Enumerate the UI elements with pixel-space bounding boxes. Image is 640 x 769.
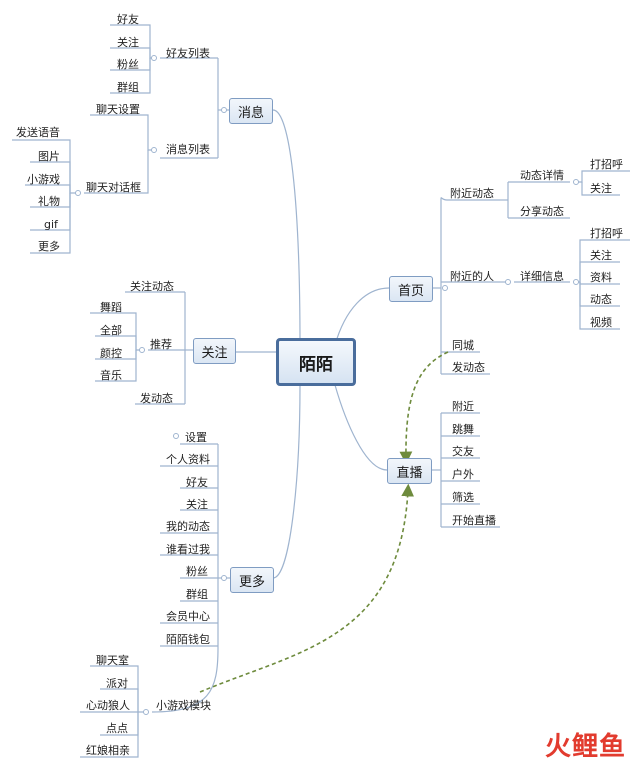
node-more-group[interactable]: 群组 xyxy=(186,588,208,601)
node-nearby-dynamic[interactable]: 附近动态 xyxy=(450,187,494,200)
topic-xiaoxi[interactable]: 消息 xyxy=(229,98,273,124)
node-gift[interactable]: 礼物 xyxy=(38,195,60,208)
node-detail-follow[interactable]: 关注 xyxy=(590,182,612,195)
node-info-follow[interactable]: 关注 xyxy=(590,249,612,262)
node-chat-room[interactable]: 聊天室 xyxy=(96,654,129,667)
node-share-dynamic[interactable]: 分享动态 xyxy=(520,205,564,218)
node-werewolf[interactable]: 心动狼人 xyxy=(86,699,130,712)
node-chat-box[interactable]: 聊天对话框 xyxy=(86,181,141,194)
node-send-voice[interactable]: 发送语音 xyxy=(16,126,60,139)
node-chat-settings[interactable]: 聊天设置 xyxy=(96,103,140,116)
node-detail-info[interactable]: 详细信息 xyxy=(520,270,564,283)
node-matchmaking[interactable]: 红娘相亲 xyxy=(86,744,130,757)
node-friend[interactable]: 好友 xyxy=(117,13,139,26)
node-music[interactable]: 音乐 xyxy=(100,369,122,382)
node-info-dynamic[interactable]: 动态 xyxy=(590,293,612,306)
relation-arrow-samecity xyxy=(399,351,449,465)
node-fans[interactable]: 粉丝 xyxy=(117,58,139,71)
node-start-live[interactable]: 开始直播 xyxy=(452,514,496,527)
topic-shouye[interactable]: 首页 xyxy=(389,276,433,302)
node-mini-game-module[interactable]: 小游戏模块 xyxy=(156,699,211,712)
node-info-profile[interactable]: 资料 xyxy=(590,271,612,284)
node-same-city[interactable]: 同城 xyxy=(452,339,474,352)
node-recommend[interactable]: 推荐 xyxy=(150,338,172,351)
node-group[interactable]: 群组 xyxy=(117,81,139,94)
node-more-friend[interactable]: 好友 xyxy=(186,476,208,489)
topic-zhibo[interactable]: 直播 xyxy=(387,458,432,484)
node-friend-list[interactable]: 好友列表 xyxy=(166,47,210,60)
node-live-outdoor[interactable]: 户外 xyxy=(452,468,474,481)
node-dots[interactable]: 点点 xyxy=(106,722,128,735)
node-looks[interactable]: 颜控 xyxy=(100,347,122,360)
node-dynamic-detail[interactable]: 动态详情 xyxy=(520,169,564,182)
node-more[interactable]: 更多 xyxy=(38,240,60,253)
node-gif[interactable]: gif xyxy=(44,218,58,231)
node-profile[interactable]: 个人资料 xyxy=(166,453,210,466)
node-follow[interactable]: 关注 xyxy=(117,36,139,49)
watermark-logo: 火鲤鱼 xyxy=(545,732,627,762)
node-my-dynamic[interactable]: 我的动态 xyxy=(166,520,210,533)
node-home-post[interactable]: 发动态 xyxy=(452,361,485,374)
node-live-social[interactable]: 交友 xyxy=(452,445,474,458)
node-msg-list[interactable]: 消息列表 xyxy=(166,143,210,156)
node-info-greet[interactable]: 打招呼 xyxy=(590,227,623,240)
node-info-video[interactable]: 视频 xyxy=(590,316,612,329)
node-vip-center[interactable]: 会员中心 xyxy=(166,610,210,623)
node-all[interactable]: 全部 xyxy=(100,324,122,337)
node-post-dynamic[interactable]: 发动态 xyxy=(140,392,173,405)
node-dance[interactable]: 舞蹈 xyxy=(100,301,122,314)
topic-gengduo[interactable]: 更多 xyxy=(230,567,274,593)
node-live-filter[interactable]: 筛选 xyxy=(452,491,474,504)
node-greet[interactable]: 打招呼 xyxy=(590,158,623,171)
node-settings[interactable]: 设置 xyxy=(185,431,207,444)
node-live-dance[interactable]: 跳舞 xyxy=(452,423,474,436)
node-mini-game[interactable]: 小游戏 xyxy=(27,173,60,186)
node-who-viewed[interactable]: 谁看过我 xyxy=(166,543,210,556)
node-follow-dynamic[interactable]: 关注动态 xyxy=(130,280,174,293)
topic-guanzhu[interactable]: 关注 xyxy=(193,338,236,364)
node-more-follow[interactable]: 关注 xyxy=(186,498,208,511)
node-nearby-people[interactable]: 附近的人 xyxy=(450,270,494,283)
node-live-nearby[interactable]: 附近 xyxy=(452,400,474,413)
central-topic[interactable]: 陌陌 xyxy=(276,338,356,386)
node-party[interactable]: 派对 xyxy=(106,677,128,690)
node-more-fans[interactable]: 粉丝 xyxy=(186,565,208,578)
relation-arrow-minigame xyxy=(199,483,415,693)
node-wallet[interactable]: 陌陌钱包 xyxy=(166,633,210,646)
node-image[interactable]: 图片 xyxy=(38,150,60,163)
